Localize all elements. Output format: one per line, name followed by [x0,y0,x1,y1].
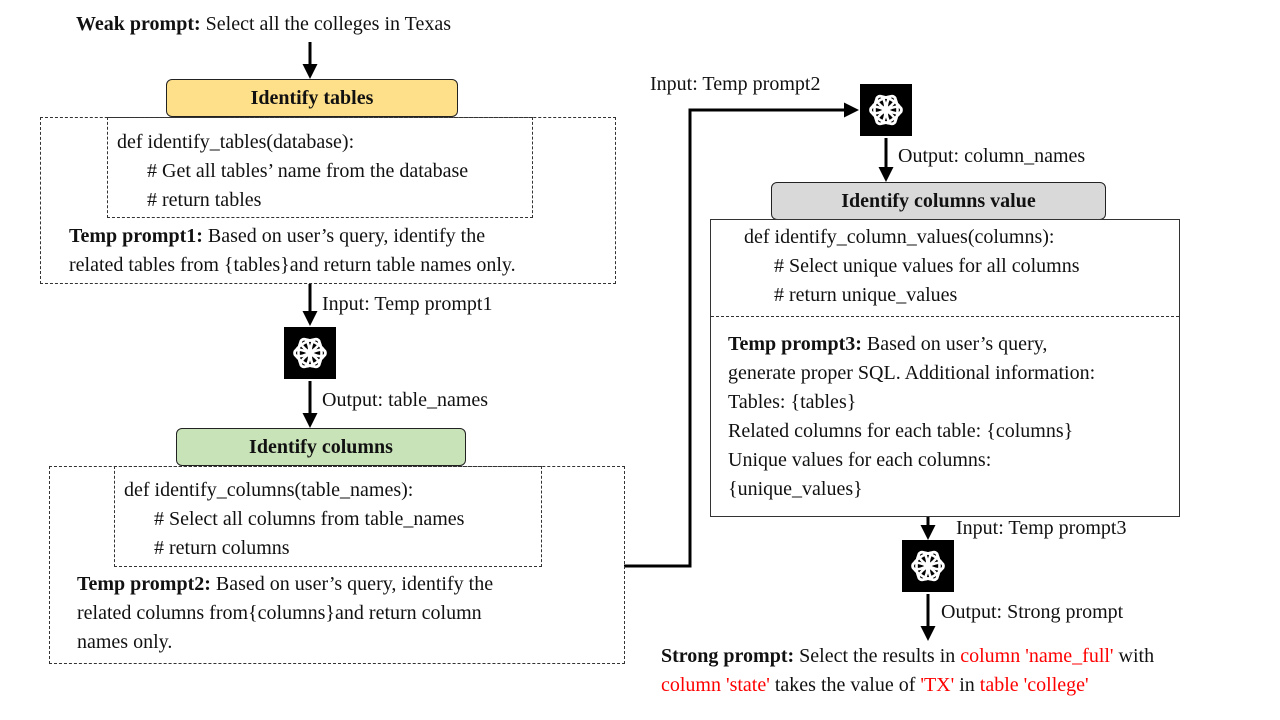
step1-code-line-2: # Get all tables’ name from the database [147,160,469,182]
strong-prompt-table-college: table 'college' [979,674,1089,696]
arrow-step2-to-gpt2 [624,102,859,568]
temp-prompt2-line-3: names only. [77,631,173,653]
step1-code-line-1: def identify_tables(database): [117,131,355,153]
openai-logo-icon [860,84,912,136]
strong-prompt-seg3: with [1113,645,1155,667]
openai-logo-icon [284,327,336,379]
strong-prompt-seg5: takes the value of [769,674,921,696]
temp-prompt1-label: Temp prompt1: [69,225,203,247]
temp-prompt1-line-1: Temp prompt1: Based on user’s query, ide… [69,222,485,251]
identify-columns-value-box: Identify columns value [771,182,1106,220]
step3-code-line-3: # return unique_values [774,284,958,306]
temp-prompt3-line-4: Related columns for each table: {columns… [728,420,1074,442]
strong-prompt-line-2: column 'state' takes the value of 'TX' i… [661,671,1089,700]
temp-prompt3-text-1: Based on user’s query, [861,333,1048,355]
step2-code-line-2: # Select all columns from table_names [154,508,465,530]
strong-prompt-tx: 'TX' [920,674,955,696]
temp-prompt2-line-1: Temp prompt2: Based on user’s query, ide… [77,570,493,599]
strong-prompt-label: Strong prompt: [661,645,795,667]
weak-prompt-text: Select all the colleges in Texas [200,13,452,35]
temp-prompt3-line-5: Unique values for each columns: [728,449,992,471]
temp-prompt1-line-2: related tables from {tables}and return t… [69,254,516,276]
input-temp-prompt3: Input: Temp prompt3 [956,517,1127,539]
output-column-names: Output: column_names [898,145,1086,167]
step2-code-line-3: # return columns [154,537,290,559]
strong-prompt-seg7: in [954,674,980,696]
step2-code-frame [114,466,542,567]
temp-prompt3-line-3: Tables: {tables} [728,391,857,413]
strong-prompt-column-name-full: column 'name_full' [960,645,1114,667]
identify-columns-box: Identify columns [176,428,466,466]
output-table-names: Output: table_names [322,389,489,411]
weak-prompt: Weak prompt: Select all the colleges in … [76,13,451,36]
identify-tables-box: Identify tables [166,79,458,117]
step1-code-frame [107,117,533,218]
temp-prompt2-line-2: related columns from{columns}and return … [77,602,482,624]
step3-code-line-2: # Select unique values for all columns [774,255,1080,277]
temp-prompt3-line-2: generate proper SQL. Additional informat… [728,362,1096,384]
strong-prompt-seg1: Select the results in [794,645,961,667]
step2-code-line-1: def identify_columns(table_names): [124,479,414,501]
temp-prompt3-label: Temp prompt3: [728,333,862,355]
temp-prompt2-text-1: Based on user’s query, identify the [210,573,494,595]
weak-prompt-label: Weak prompt: [76,13,201,35]
input-temp-prompt1: Input: Temp prompt1 [322,293,493,315]
strong-prompt-line-1: Strong prompt: Select the results in col… [661,642,1154,671]
step3-outer-frame [710,219,1180,517]
temp-prompt1-text-1: Based on user’s query, identify the [202,225,486,247]
output-strong-prompt: Output: Strong prompt [941,601,1124,623]
temp-prompt3-line-6: {unique_values} [728,478,863,500]
step3-code-line-1: def identify_column_values(columns): [744,226,1055,248]
temp-prompt2-label: Temp prompt2: [77,573,211,595]
step3-divider [711,316,1179,317]
temp-prompt3-line-1: Temp prompt3: Based on user’s query, [728,330,1047,359]
step1-code-line-3: # return tables [147,189,262,211]
openai-logo-icon [902,540,954,592]
input-temp-prompt2: Input: Temp prompt2 [650,73,821,95]
strong-prompt-column-state: column 'state' [661,674,770,696]
